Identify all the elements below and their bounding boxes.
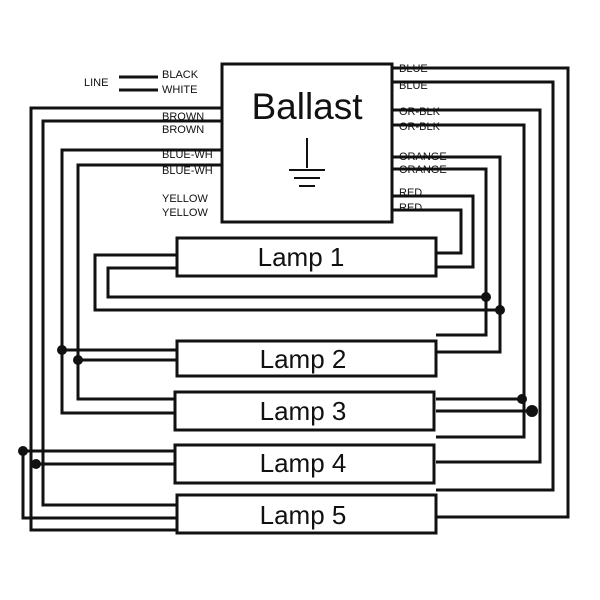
blue-wh-label-2: BLUE-WH [162, 165, 213, 177]
orange-label-2: ORANGE [399, 164, 447, 176]
lamp-2-tube [175, 339, 438, 378]
lamp-1-label: Lamp 1 [258, 242, 345, 272]
jumper-lamp4-to-lamp5 [21, 451, 177, 520]
lamp-1-tube [175, 236, 438, 278]
blue-wh-wire-outer [60, 148, 222, 415]
lamp-2: Lamp 2 [175, 339, 438, 378]
lamp-5: Lamp 5 [175, 493, 438, 535]
junction-dot [73, 355, 83, 365]
line-label: LINE [84, 77, 108, 89]
orange-label-1: ORANGE [399, 151, 447, 163]
or-blk-label-2: OR-BLK [399, 121, 441, 133]
lamp-1: Lamp 1 [175, 236, 438, 278]
brown-label-1: BROWN [162, 111, 204, 123]
brown-label-2: BROWN [162, 124, 204, 136]
red-wire-inner [392, 208, 463, 255]
white-label: WHITE [162, 84, 197, 96]
lamp-5-label: Lamp 5 [260, 500, 347, 530]
lamp-3: Lamp 3 [173, 390, 436, 432]
black-label: BLACK [162, 69, 199, 81]
blue-wire-outer [392, 66, 570, 519]
brown-wire-inner [41, 119, 222, 507]
ground-icon [289, 138, 325, 187]
blue-label-1: BLUE [399, 63, 428, 75]
red-wire-outer [392, 194, 475, 269]
lamp-5-tube [175, 493, 438, 535]
yellow-label-1: YELLOW [162, 193, 208, 205]
right-wire-labels: BLUE BLUE OR-BLK OR-BLK ORANGE ORANGE RE… [399, 63, 447, 214]
or-blk-wire-outer [392, 108, 542, 464]
lamp-4: Lamp 4 [173, 443, 436, 485]
yellow-label-2: YELLOW [162, 207, 208, 219]
red-label-2: RED [399, 202, 422, 214]
wires [21, 66, 570, 532]
junction-dot [31, 459, 41, 469]
left-wire-labels: LINE BLACK WHITE BROWN BROWN BLUE-WH BLU… [84, 69, 213, 219]
lamp1-left-loop-outer [93, 253, 500, 312]
junctions [18, 292, 538, 469]
junction-dot [526, 405, 538, 417]
or-blk-wire-inner [392, 123, 526, 439]
red-label-1: RED [399, 187, 422, 199]
blue-wire-inner [392, 80, 555, 492]
lamp-4-label: Lamp 4 [260, 448, 347, 478]
junction-dot [18, 446, 28, 456]
blue-wh-label-1: BLUE-WH [162, 149, 213, 161]
brown-wire-outer [29, 106, 222, 532]
lamp-2-label: Lamp 2 [260, 344, 347, 374]
junction-dot [481, 292, 491, 302]
lamp-3-tube [173, 390, 436, 432]
blue-label-2: BLUE [399, 80, 428, 92]
lamp1-left-loop-inner [106, 266, 486, 299]
ballast-box: Ballast [220, 62, 394, 224]
orange-wire-outer [392, 155, 502, 354]
lamp-4-tube [173, 443, 436, 485]
blue-wh-wire-inner [76, 163, 222, 401]
junction-dot [57, 345, 67, 355]
orange-wire-inner [392, 167, 488, 337]
junction-dot [495, 305, 505, 315]
junction-dot [517, 394, 527, 404]
or-blk-label-1: OR-BLK [399, 106, 441, 118]
ballast-title: Ballast [251, 86, 363, 127]
lamp-3-label: Lamp 3 [260, 396, 347, 426]
